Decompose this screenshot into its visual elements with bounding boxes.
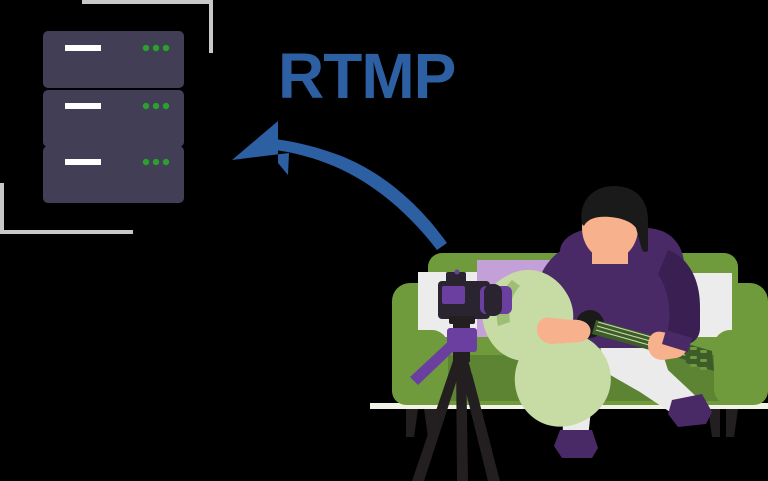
camera-shutter-button [454,269,460,275]
acoustic-guitar [482,269,714,427]
couch-legs [406,409,738,437]
camera-tripod-rig [410,269,512,481]
server-led-icon [162,158,170,166]
server-unit-2 [43,90,184,147]
hand-strumming [536,317,591,344]
camera-screen [442,286,465,304]
server-led-icon [142,102,150,110]
hair [581,186,648,252]
server-unit-3 [43,146,184,203]
corner-bracket-bottom [0,183,133,234]
server-rack [43,31,184,203]
tripod-legs [412,352,500,481]
arm-right [658,250,700,345]
server-led-icon [152,158,160,166]
corner-bracket-top [82,0,213,53]
camera-viewfinder [446,272,466,283]
server-led-icon [142,158,150,166]
server-slot-icon [65,159,101,165]
camera-lens-barrel [484,284,502,316]
server-led-icon [152,44,160,52]
server-slot-icon [65,45,101,51]
sleeve-cuff [662,330,692,352]
rtmp-flow-arrow-icon [232,121,447,250]
shoe-near [554,430,598,458]
server-led-icon [152,102,160,110]
server-led-icon [142,44,150,52]
server-slot-icon [65,103,101,109]
server-led-icon [162,44,170,52]
shoe-far [668,394,712,427]
tripod-pan-handle [410,338,460,385]
server-unit-1 [43,31,184,88]
server-led-icon [162,102,170,110]
guitar-body [482,269,611,427]
camera-mount-plate [449,316,475,324]
rtmp-protocol-label: RTMP [278,40,456,112]
